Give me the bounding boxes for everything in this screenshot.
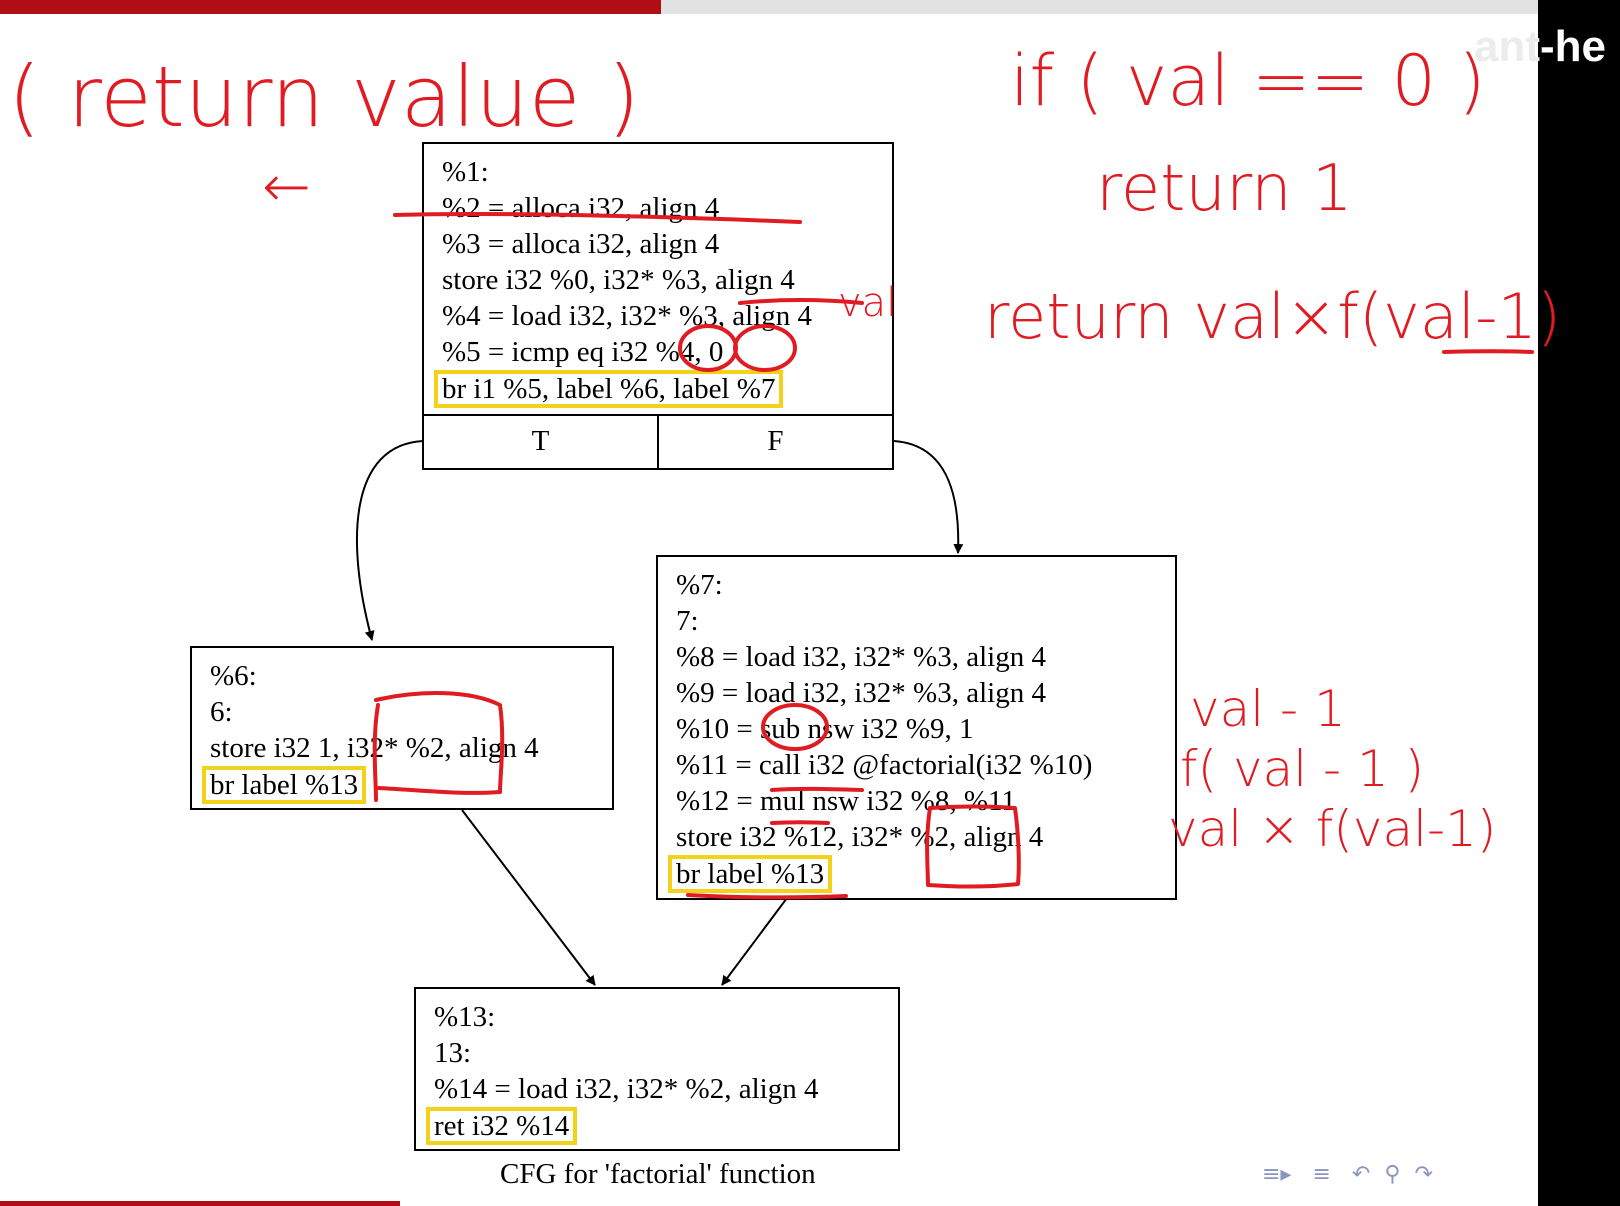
redo-icon[interactable]: ↷	[1414, 1162, 1433, 1187]
block7-line-1: 7:	[676, 605, 699, 637]
annotation-return-value: ( return value )	[8, 48, 640, 146]
progress-bar	[0, 0, 662, 14]
cfg-node-6: %6: 6: store i32 1, i32* %2, align 4 br …	[190, 646, 614, 810]
entry-line-5: %5 = icmp eq i32 %4, 0	[442, 336, 724, 368]
underline-val	[1442, 349, 1534, 354]
annotation-f-val-minus-one: f( val - 1 )	[1180, 740, 1425, 798]
block6-branch-highlight: br label %13	[202, 766, 367, 804]
edge-block6-to-block13	[461, 809, 596, 986]
block13-line-0: %13:	[434, 1001, 496, 1033]
entry-line-2: %3 = alloca i32, align 4	[442, 228, 720, 260]
section-icon[interactable]: ≡	[1312, 1162, 1331, 1187]
block7-line-2: %8 = load i32, i32* %3, align 4	[676, 641, 1046, 673]
branch-ports: T F	[422, 414, 894, 470]
slide-nav[interactable]: ≡▸ ≡ ↶ ⚲ ↷	[1262, 1162, 1447, 1187]
block13-line-1: 13:	[434, 1037, 472, 1069]
port-false: F	[657, 416, 892, 468]
underline-call	[770, 786, 864, 792]
block7-line-3: %9 = load i32, i32* %3, align 4	[676, 677, 1046, 709]
cfg-node-7: %7: 7: %8 = load i32, i32* %3, align 4 %…	[656, 555, 1177, 900]
circle-percent4	[678, 324, 738, 372]
strike-load	[738, 297, 864, 305]
entry-branch-highlight: br i1 %5, label %6, label %7	[434, 370, 784, 408]
annotation-return-recursive: return val×f(val-1)	[984, 280, 1562, 353]
circle-sub	[761, 703, 829, 751]
entry-line-0: %1:	[442, 156, 489, 188]
box-i32-ptr	[372, 691, 505, 802]
annotation-val-times: val × f(val-1)	[1168, 800, 1497, 858]
box-percent2	[925, 804, 1021, 889]
undo-icon[interactable]: ↶	[1351, 1162, 1371, 1187]
block6-line-1: 6:	[210, 696, 233, 728]
block7-line-5: %11 = call i32 @factorial(i32 %10)	[676, 749, 1093, 781]
bottom-accent-line	[0, 1201, 400, 1206]
port-true: T	[531, 425, 550, 457]
block13-ret-highlight: ret i32 %14	[426, 1107, 578, 1145]
underline-mul	[770, 820, 830, 825]
right-black-bar	[1538, 0, 1620, 1206]
edge-block7-to-block13	[721, 897, 788, 986]
circle-zero	[733, 324, 797, 372]
underline-alloca	[393, 211, 802, 224]
edge-false-to-block7	[893, 440, 964, 554]
block7-branch-highlight: br label %13	[668, 855, 833, 893]
block6-line-0: %6:	[210, 660, 257, 692]
annotation-return-one: return 1	[1096, 152, 1353, 226]
edge-true-to-block6	[355, 440, 424, 641]
diagram-caption: CFG for 'factorial' function	[500, 1158, 816, 1190]
annotation-val: val	[838, 280, 898, 326]
watermark: ant-he	[1474, 22, 1606, 71]
section-prev-icon[interactable]: ≡▸	[1262, 1162, 1292, 1187]
block7-line-7: store i32 %12, i32* %2, align 4	[676, 821, 1044, 853]
entry-line-3: store i32 %0, i32* %3, align 4	[442, 264, 795, 296]
annotation-if: if ( val == 0 )	[1010, 40, 1486, 122]
annotation-arrow: ←	[262, 152, 311, 220]
cfg-node-13: %13: 13: %14 = load i32, i32* %2, align …	[414, 987, 900, 1151]
cfg-node-entry: %1: %2 = alloca i32, align 4 %3 = alloca…	[422, 142, 894, 470]
underline-br13	[686, 893, 848, 900]
block13-line-2: %14 = load i32, i32* %2, align 4	[434, 1073, 819, 1105]
block7-line-0: %7:	[676, 569, 723, 601]
annotation-val-minus-one: val - 1	[1190, 680, 1346, 738]
zoom-icon[interactable]: ⚲	[1384, 1162, 1401, 1187]
